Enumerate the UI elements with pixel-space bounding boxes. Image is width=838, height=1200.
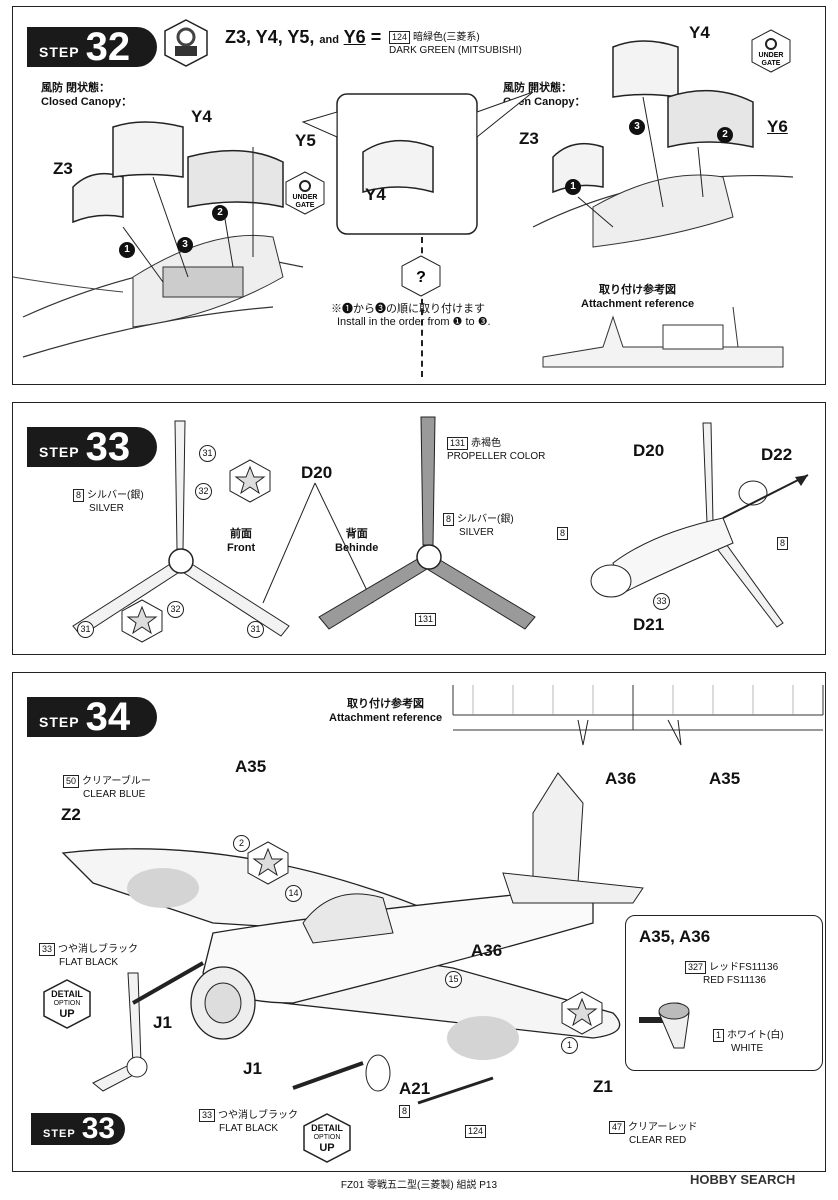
paint-124-a21: 124 [465, 1125, 489, 1138]
label-d21: D21 [633, 615, 665, 634]
under-gate-icon: UNDER GATE [285, 171, 325, 215]
label-j1-top: J1 [153, 1013, 172, 1032]
paint-8-d22: 8 [777, 537, 791, 550]
star-hex-icon-2 [121, 599, 163, 643]
watermark: HOBBY SEARCH [690, 1172, 796, 1187]
label-y4-detail: Y4 [365, 185, 386, 204]
label-a36-ref: A36 [605, 769, 637, 788]
label-y4-left: Y4 [191, 107, 212, 126]
label-a35-ref: A35 [709, 769, 741, 788]
detail-up-icon-2 [303, 1113, 351, 1163]
order-num-1-right: 1 [565, 179, 581, 195]
detail-up-text-1: DETAIL OPTION UP [51, 989, 83, 1020]
label-a35-top: A35 [235, 757, 267, 776]
order-num-1-left: 1 [119, 242, 135, 258]
a35-a36-callout [625, 915, 823, 1071]
order-num-3-right: 3 [629, 119, 645, 135]
step-33-reference-badge: STEP 33 [31, 1113, 125, 1145]
paint-31-top: 31 [199, 445, 216, 462]
order-num-2-left: 2 [212, 205, 228, 221]
paint-hex-icon [164, 19, 208, 67]
svg-text:?: ? [416, 269, 426, 286]
closed-canopy-label: 風防 閉状態：Closed Canopy： [41, 82, 133, 108]
paint-32-bottom: 32 [167, 601, 184, 618]
detail-up-text-2: DETAIL OPTION UP [311, 1123, 343, 1154]
paint-33-d21: 33 [653, 593, 670, 610]
swap-hex-icon: ? [401, 255, 441, 297]
label-y6: Y6 [767, 117, 788, 136]
divider-line [421, 237, 423, 377]
label-d20-b: D20 [633, 441, 665, 460]
paint-1-wing: 1 [561, 1037, 578, 1054]
paint-15: 15 [445, 971, 462, 988]
label-y5: Y5 [295, 131, 316, 150]
under-gate-icon-right: UNDER GATE [751, 29, 791, 73]
paint-31-left: 31 [77, 621, 94, 638]
page-footer: FZ01 零戦五二型(三菱製) 組説 P13 [340, 1180, 498, 1191]
label-d20-a: D20 [301, 463, 333, 482]
callout-title: A35, A36 [639, 927, 711, 946]
paint-32-hub: 32 [195, 483, 212, 500]
airplane-drawing [61, 772, 644, 1105]
label-a21: A21 [399, 1079, 431, 1098]
label-a36-mid: A36 [471, 941, 503, 960]
svg-text:UNDER: UNDER [293, 194, 318, 201]
paint-31-right: 31 [247, 621, 264, 638]
label-y4-right: Y4 [689, 23, 710, 42]
open-canopy-drawing [532, 40, 794, 248]
svg-text:UNDER: UNDER [759, 52, 784, 59]
paint-2: 2 [233, 835, 250, 852]
canopy-detail-callout [301, 91, 534, 235]
star-hex-icon-wing-l [247, 841, 289, 885]
star-hex-icon [229, 459, 271, 503]
propeller-back-drawing [318, 416, 536, 630]
svg-text:GATE: GATE [296, 202, 315, 209]
wing-reference-drawing [452, 685, 824, 746]
step-33-badge: STEP 33 [27, 427, 157, 467]
propeller-front-drawing [72, 420, 290, 637]
detail-up-icon-1 [43, 979, 91, 1029]
paint-8-d21: 8 [557, 527, 571, 540]
label-j1-bottom: J1 [243, 1059, 262, 1078]
step-34-badge: STEP 34 [27, 697, 157, 737]
paint-8-a21: 8 [399, 1105, 413, 1118]
label-z2: Z2 [61, 805, 81, 824]
step32-parts-title: Z3, Y4, Y5, and Y6 = [225, 27, 382, 47]
order-num-2-right: 2 [717, 127, 733, 143]
attach-ref-drawing-32 [542, 306, 784, 368]
star-hex-icon-wing-r [561, 991, 603, 1035]
paint-14: 14 [285, 885, 302, 902]
order-num-3-left: 3 [177, 237, 193, 253]
step-32-badge: STEP 32 [27, 27, 157, 67]
paint-131-bottom: 131 [415, 613, 439, 626]
label-z3-right: Z3 [519, 129, 539, 148]
order-note: ※❶から❸の順に取り付けます Install in the order from… [331, 303, 491, 328]
spinner-exploded-drawing [590, 422, 809, 628]
svg-text:GATE: GATE [762, 60, 781, 67]
light-part-drawing [639, 1002, 690, 1049]
label-z1: Z1 [593, 1077, 613, 1096]
d20-leader-lines [262, 482, 374, 604]
label-d22: D22 [761, 445, 793, 464]
closed-canopy-drawing [12, 121, 304, 358]
label-z3-left: Z3 [53, 159, 73, 178]
